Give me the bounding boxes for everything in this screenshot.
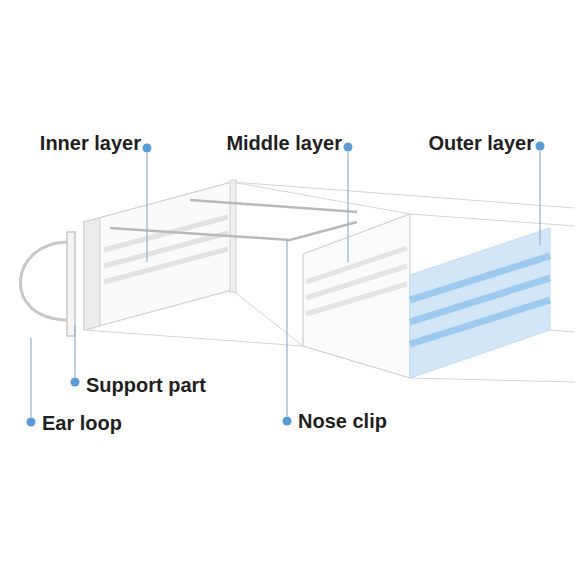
leader-lines xyxy=(31,151,540,417)
ear-loop xyxy=(20,242,70,320)
part-label: Outer layer xyxy=(428,131,534,155)
middle-layer xyxy=(303,214,410,378)
part-label: Middle layer xyxy=(226,131,342,155)
part-label: Support part xyxy=(86,373,206,397)
leader-dots xyxy=(27,142,545,427)
part-label: Ear loop xyxy=(42,411,122,435)
guide-lines xyxy=(84,182,575,382)
support-part xyxy=(67,232,75,336)
outer-layer xyxy=(410,228,550,378)
part-label: Inner layer xyxy=(40,131,141,155)
part-label: Nose clip xyxy=(298,409,387,433)
